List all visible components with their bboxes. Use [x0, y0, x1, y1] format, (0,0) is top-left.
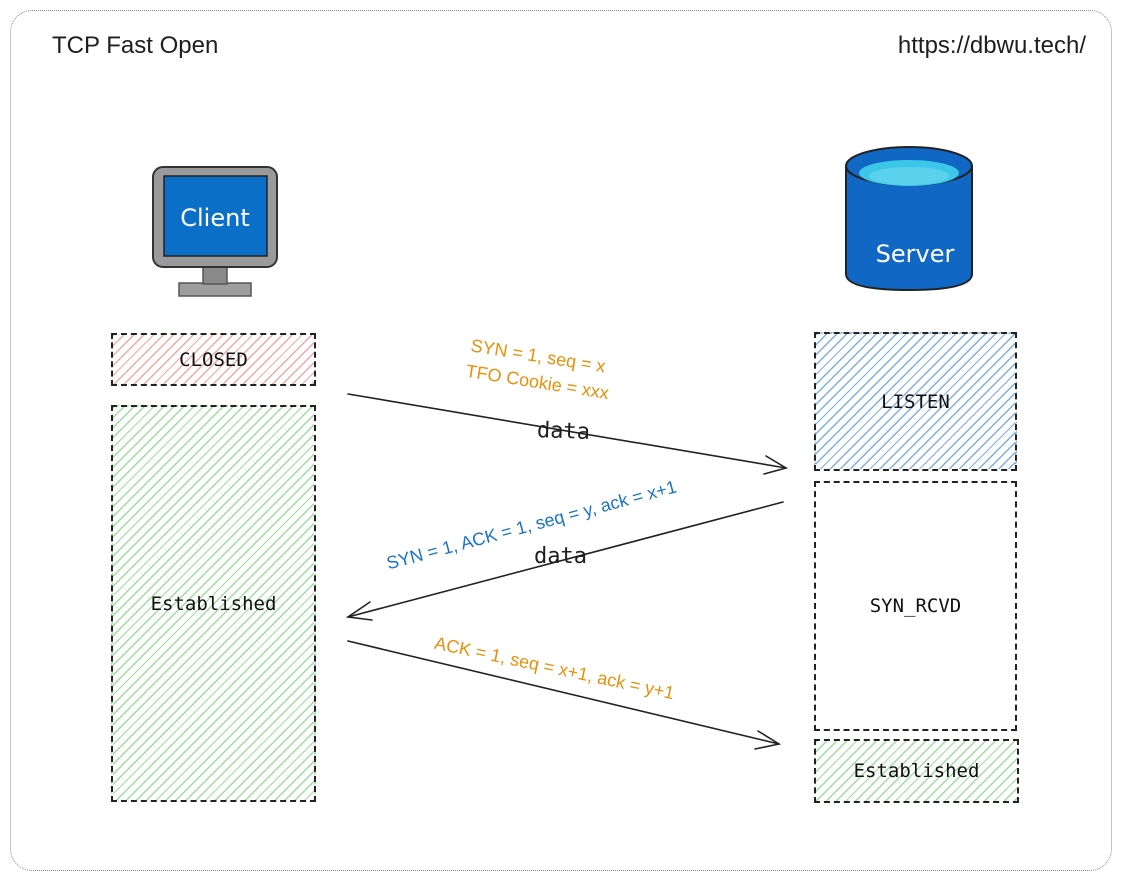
server-state-listen: LISTEN: [814, 332, 1017, 471]
client-state-established: Established: [111, 405, 316, 802]
msg-syn-payload: data: [536, 418, 591, 445]
server-state-established: Established: [814, 739, 1019, 803]
msg-syn-ack-payload: data: [534, 544, 587, 569]
server-state-syn-rcvd: SYN_RCVD: [814, 481, 1017, 731]
client-state-closed: CLOSED: [111, 333, 316, 386]
diagram-title: TCP Fast Open: [52, 32, 219, 59]
diagram-frame: [10, 10, 1112, 871]
source-url: https://dbwu.tech/: [897, 32, 1086, 59]
